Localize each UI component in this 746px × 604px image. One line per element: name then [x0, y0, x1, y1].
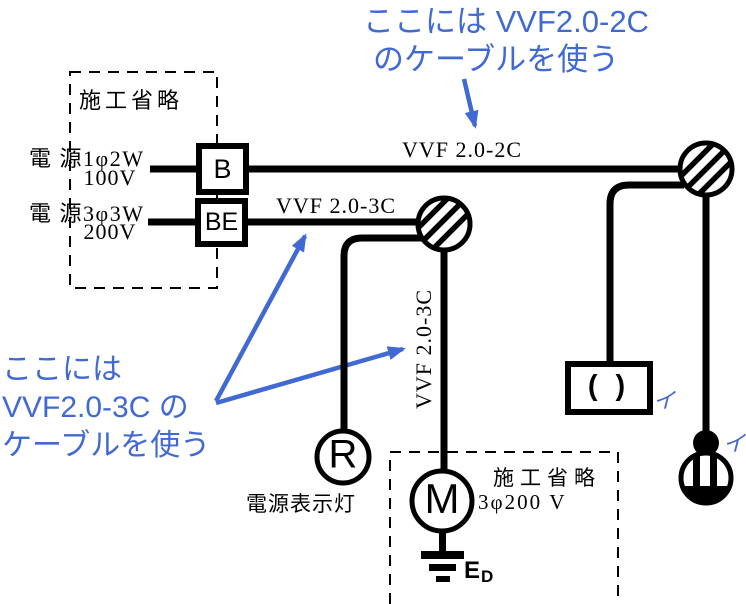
source-panel-title: 施工省略: [79, 88, 184, 113]
earth-label: ED: [464, 557, 494, 586]
motor-omission-dashed-box: [389, 451, 619, 604]
branch-to-lamp: [340, 234, 428, 432]
cable-label-vvf20-2c: VVF 2.0-2C: [402, 137, 523, 162]
arrow-to-vvf20-2c: [461, 78, 479, 129]
arrow-to-vvf20-3c-vertical: [215, 346, 406, 406]
earth-label-sub: D: [481, 567, 494, 586]
junction-box-middle: [415, 195, 473, 253]
top-note-line1: ここには VVF2.0-2C: [363, 4, 649, 39]
earth-label-main: E: [464, 557, 481, 584]
cables: [148, 165, 710, 472]
motor-panel-title: 施工省略: [493, 466, 601, 490]
pilot-lamp-caption: 電源表示灯: [246, 492, 356, 516]
cable-label-vvf20-3c: VVF 2.0-3C: [276, 193, 397, 218]
junction-box-right: [677, 140, 735, 198]
top-note-line2: のケーブルを使う: [373, 42, 620, 77]
rosette-switch-mark: イ: [653, 388, 676, 413]
bottom-annotation-note: ここには VVF2.0-3C の ケーブルを使う: [2, 351, 210, 465]
cable-label-vvf20-3c-vertical: VVF 2.0-3C: [411, 288, 436, 410]
earth-symbol-icon: [421, 529, 464, 582]
source2-voltage: 200V: [83, 219, 137, 244]
arrow-to-vvf20-3c-horizontal: [214, 233, 307, 403]
bottom-note-line1: ここには: [2, 353, 122, 386]
source1-name: 電 源1φ2W: [29, 146, 145, 171]
breaker-be-label: BE: [204, 208, 239, 236]
breaker-b-box: [196, 143, 249, 195]
pilot-lamp-circle: [314, 428, 372, 486]
motor-spec: 3φ200 V: [478, 490, 567, 514]
breaker-b-label: B: [213, 153, 232, 184]
pendant-lamp-icon: [678, 430, 734, 506]
motor-letter: M: [424, 475, 460, 523]
pilot-lamp-letter: R: [328, 432, 358, 477]
source1-voltage: 100V: [83, 165, 137, 190]
source2-name: 電 源3φ3W: [29, 201, 145, 226]
branch-to-rosette: [606, 181, 684, 366]
ceiling-rosette-symbol: ( ): [587, 370, 631, 402]
pendant-switch-mark: イ: [723, 431, 746, 456]
ceiling-rosette-box: [565, 361, 653, 415]
top-annotation-note: ここには VVF2.0-2C のケーブルを使う: [363, 3, 649, 79]
breaker-be-box: [195, 198, 248, 247]
bottom-note-line2: VVF2.0-3C の: [2, 391, 189, 424]
bottom-note-line3: ケーブルを使う: [2, 429, 211, 462]
annotation-arrows: [214, 78, 479, 406]
